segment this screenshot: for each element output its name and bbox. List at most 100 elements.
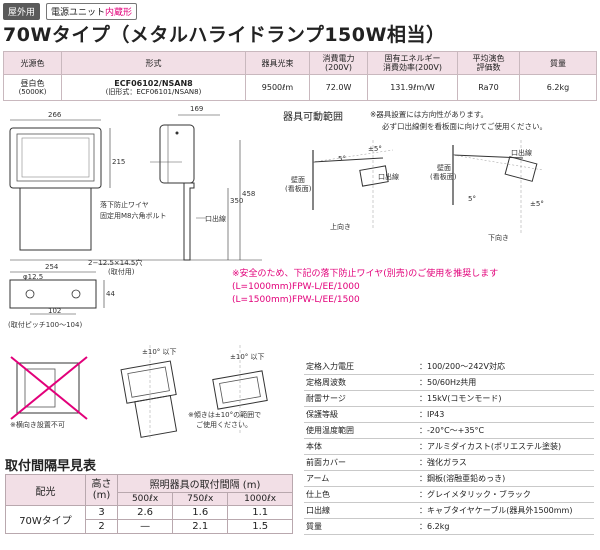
gap-header-lux-500: 500ℓx <box>116 492 174 506</box>
spec-value: ：強化ガラス <box>417 454 594 471</box>
gap-value: 2.6 <box>116 505 174 520</box>
spec-key: 保護等級 <box>304 406 417 423</box>
tilt-note-2: ご使用ください。 <box>196 421 252 429</box>
spec-key: 質量 <box>304 518 417 535</box>
dim-458: 458 <box>242 190 256 198</box>
color-temp: (5000K) <box>18 88 47 97</box>
range-title: 器具可動範囲 <box>283 112 343 123</box>
spec-list-row: 使用温度範囲：-20°C〜+35°C <box>304 422 594 439</box>
spec-list-row: 耐雷サージ：15kV(コモンモード) <box>304 390 594 407</box>
mounting-plate <box>9 279 97 309</box>
spec-header-color: 光源色 <box>3 50 62 76</box>
spec-value: ：15kV(コモンモード) <box>417 390 594 407</box>
mounting-hole-right <box>71 289 81 299</box>
spec-cell-mass: 6.2kg <box>519 74 597 102</box>
spec-key: 本体 <box>304 438 417 455</box>
tilted-front-fixture <box>120 360 178 438</box>
dim-169: 169 <box>190 105 204 113</box>
range-board-left: (看板面) <box>285 185 312 193</box>
fixture-reflector <box>21 137 90 178</box>
range-wall-left: 壁面 <box>291 176 305 184</box>
spec-value: ：鋼板(溶融亜鉛めっき) <box>417 470 594 487</box>
spec-header-power: 消費電力 (200V) <box>309 50 368 76</box>
dim-254: 254 <box>45 263 59 271</box>
range-pm-left: ±5° <box>368 145 382 153</box>
gap-header-lux-1000: 1000ℓx <box>227 492 293 506</box>
ballast-box <box>19 187 92 251</box>
gap-header-height: 高さ(m) <box>85 474 118 506</box>
outdoor-tag: 屋外用 <box>3 3 41 20</box>
table-row: 70Wタイプ 3 2.6 1.6 1.1 <box>5 505 293 534</box>
horizontal-fixture <box>16 362 80 414</box>
tilt-front-label: ±10° 以下 <box>142 348 177 356</box>
spec-list: 定格入力電圧：100/200〜242V対応 定格周波数：50/60Hz共用 耐雷… <box>304 359 594 535</box>
spec-list-row: アーム：鋼板(溶融亜鉛めっき) <box>304 470 594 487</box>
spec-key: 使用温度範囲 <box>304 422 417 439</box>
gap-value: 1.5 <box>227 519 293 534</box>
dim-266: 266 <box>48 111 62 119</box>
spec-value: ：IP43 <box>417 406 594 423</box>
gap-table-title: 取付間隔早見表 <box>5 459 97 474</box>
old-model-number: (旧形式：ECF06101/NSAN8) <box>105 88 202 97</box>
gap-header-lux-750: 750ℓx <box>172 492 229 506</box>
spec-value: ：50/60Hz共用 <box>417 374 594 391</box>
spec-list-row: 保護等級：IP43 <box>304 406 594 423</box>
spec-value: ：6.2kg <box>417 518 594 535</box>
spec-list-row: 仕上色：グレイメタリック・ブラック <box>304 486 594 503</box>
gap-height: 3 <box>85 505 118 520</box>
spec-header-mass: 質量 <box>519 50 597 76</box>
spec-header-flux: 器具光束 <box>245 50 310 76</box>
spec-list-row: 本体：アルミダイカスト(ポリエステル塗装) <box>304 438 594 455</box>
mounting-hole-left <box>25 289 35 299</box>
tilt-side-label: ±10° 以下 <box>230 353 265 361</box>
range-note-2: 必ず口出線側を看板面に向けてご使用ください。 <box>382 122 547 131</box>
dim-350: 350 <box>230 197 244 205</box>
spec-cell-power: 72.0W <box>309 74 368 102</box>
dimension-drawing <box>9 114 262 315</box>
range-pm-right: ±5° <box>530 200 544 208</box>
gap-value: — <box>116 519 174 534</box>
range-board-right: (看板面) <box>430 173 457 181</box>
range-deg-left: 5° <box>338 155 346 163</box>
range-deg-right: 5° <box>468 195 476 203</box>
no-horizontal-note: ※横向き設置不可 <box>10 421 65 429</box>
spec-value: ：キャブタイヤケーブル(器具外1500mm) <box>417 502 594 519</box>
range-cable-right: 口出線 <box>511 149 532 157</box>
spec-key: 口出線 <box>304 502 417 519</box>
spec-key: 定格周波数 <box>304 374 417 391</box>
spec-cell-color: 昼白色(5000K) <box>3 74 62 102</box>
gap-header-height-unit: (m) <box>92 490 111 501</box>
ballast-tag-prefix: 電源ユニット <box>51 8 106 18</box>
spec-value: ：-20°C〜+35°C <box>417 422 594 439</box>
range-cable-left: 口出線 <box>378 173 399 181</box>
gap-table: 配光 高さ(m) 照明器具の取付間隔 (m) 500ℓx 750ℓx 1000ℓ… <box>5 474 293 534</box>
spec-list-row: 前面カバー：強化ガラス <box>304 454 594 471</box>
spec-cell-model: ECF06102/NSAN8(旧形式：ECF06101/NSAN8) <box>61 74 246 102</box>
warning-note: ※安全のため、下記の落下防止ワイヤ(別売)のご使用を推奨します (L=1000m… <box>232 268 498 307</box>
warning-line-2: (L=1000mm)FPW-L/EE/1000 <box>232 282 360 293</box>
warning-line-1: ※安全のため、下記の落下防止ワイヤ(別売)のご使用を推奨します <box>232 269 499 279</box>
bolt-note: 固定用M8六角ボルト <box>100 212 167 220</box>
spec-header-efficiency: 固有エネルギー 消費効率(200V) <box>367 50 458 76</box>
spec-value: ：アルミダイカスト(ポリエステル塗装) <box>417 438 594 455</box>
gap-value: 1.1 <box>227 505 293 520</box>
gap-header-type: 配光 <box>5 474 86 506</box>
fixture-up <box>359 165 389 187</box>
dim-215: 215 <box>112 158 126 166</box>
pitch-note: (取付ピッチ100〜104) <box>8 321 83 329</box>
spec-key: 前面カバー <box>304 454 417 471</box>
spec-key: 仕上色 <box>304 486 417 503</box>
tilted-side-fixture <box>212 370 268 410</box>
spec-key: アーム <box>304 470 417 487</box>
fixture-front-outline <box>9 127 102 189</box>
spec-value: ：100/200〜242V対応 <box>417 359 594 375</box>
tilt-note-1: ※傾きは±10°の範囲で <box>188 411 262 419</box>
spec-list-row: 質量：6.2kg <box>304 518 594 535</box>
warning-line-3: (L=1500mm)FPW-L/EE/1500 <box>232 295 360 306</box>
ballast-tag: 電源ユニット内蔵形 <box>46 3 138 20</box>
range-note-1: ※器具設置には方向性があります。 <box>370 110 489 119</box>
spec-cell-flux: 9500ℓm <box>245 74 310 102</box>
spec-value: ：グレイメタリック・ブラック <box>417 486 594 503</box>
spec-list-row: 口出線：キャブタイヤケーブル(器具外1500mm) <box>304 502 594 519</box>
orientation-drawing <box>10 345 268 440</box>
